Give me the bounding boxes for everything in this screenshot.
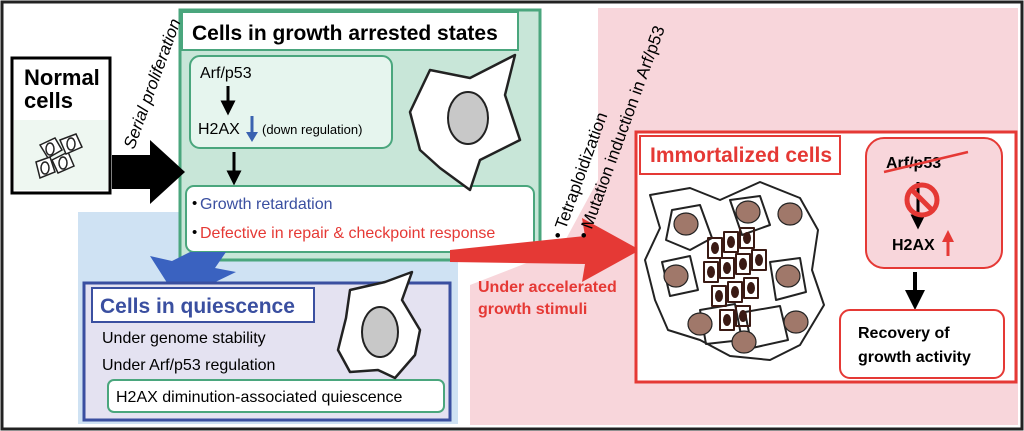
- up-regulation-arrow-icon: [942, 230, 954, 256]
- recovery-box: [839, 309, 1005, 379]
- stimuli-line-1: Under accelerated: [478, 279, 617, 296]
- outcome-2: Defective in repair & checkpoint respons…: [200, 225, 495, 242]
- immortalized-pathway-bottom: H2AX: [892, 237, 935, 254]
- normal-cells-title-line1: Normal: [24, 65, 100, 90]
- outcome-1: Growth retardation: [200, 196, 333, 213]
- strikethrough-line: [883, 150, 969, 174]
- normal-cells-icon: [35, 133, 84, 180]
- immortalized-title-box: [639, 135, 841, 175]
- immortalized-cell-cluster-icon: [644, 181, 825, 361]
- quiescence-box: [107, 379, 445, 413]
- immortalization-arrow: [450, 218, 640, 282]
- arrested-title-box: [181, 11, 519, 51]
- outcomes-box: [185, 185, 535, 253]
- immortalized-title: Immortalized cells: [650, 144, 832, 167]
- normal-cells-title-line2: cells: [24, 88, 73, 113]
- down-regulation-note: (down regulation): [262, 122, 362, 137]
- outcome-2-bullet: •: [192, 224, 197, 241]
- outcome-1-bullet: •: [192, 195, 197, 212]
- quiescence-title: Cells in quiescence: [100, 295, 295, 318]
- normal-cells-box: Normal cells: [10, 56, 112, 195]
- recovery-line-1: Recovery of: [858, 325, 950, 342]
- recovery-line-2: growth activity: [858, 349, 971, 366]
- prohibited-icon: [904, 182, 940, 218]
- quiescence-title-box: [91, 287, 315, 323]
- arrested-nucleus: [447, 91, 489, 145]
- quiescence-nucleus: [361, 306, 399, 358]
- arrested-pathway-box: [189, 55, 393, 149]
- arrested-cell-icon: [408, 53, 522, 192]
- arrested-title: Cells in growth arrested states: [192, 22, 498, 45]
- quiescence-line-1: Under genome stability: [102, 330, 266, 347]
- serial-proliferation-arrow: [112, 140, 185, 204]
- stimuli-line-2: growth stimuli: [478, 301, 587, 318]
- quiescence-line-2: Under Arf/p53 regulation: [102, 357, 275, 374]
- down-regulation-arrow-icon: [246, 116, 258, 142]
- quiescence-cell-icon: [336, 270, 422, 380]
- quiescence-box-text: H2AX diminution-associated quiescence: [116, 389, 402, 406]
- immortalized-pathway-box: [865, 137, 1003, 269]
- arrested-pathway-top: Arf/p53: [200, 65, 252, 82]
- arrested-pathway-bottom: H2AX: [198, 121, 240, 138]
